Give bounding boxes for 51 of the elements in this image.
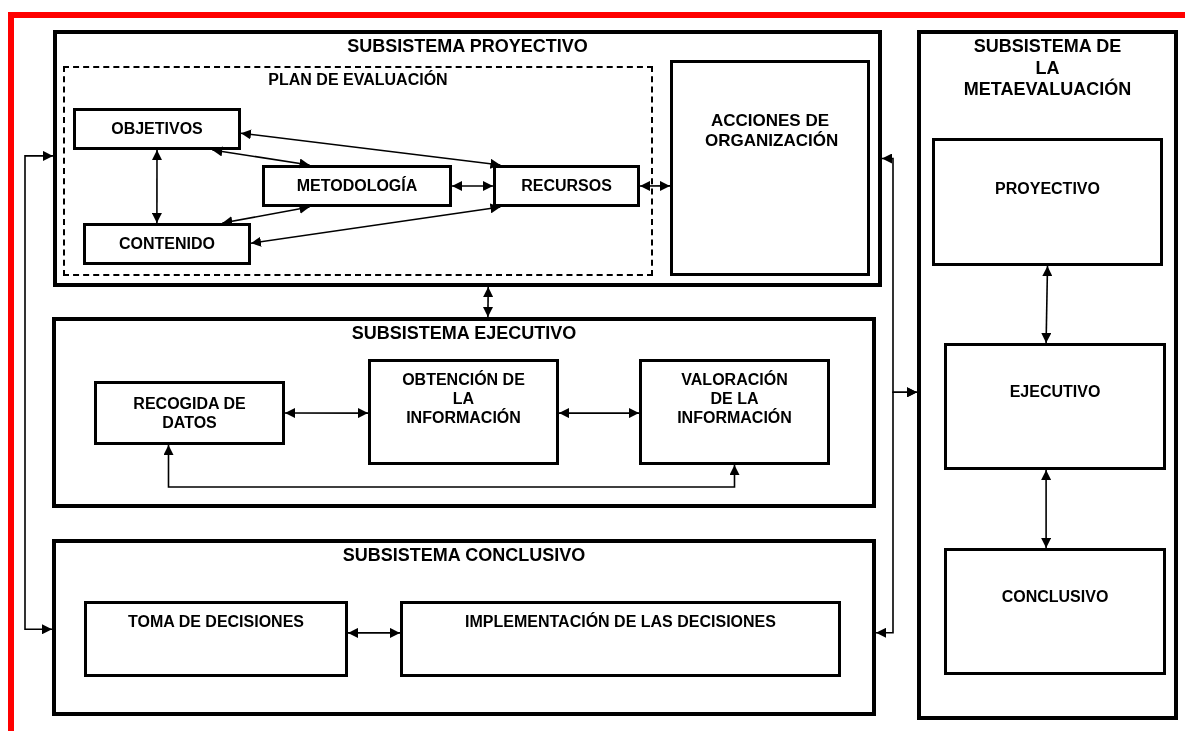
box-label: VALORACIÓN DE LA INFORMACIÓN — [676, 370, 793, 428]
subsystem-panel — [53, 30, 882, 287]
arrow — [250, 203, 502, 247]
arrow — [639, 180, 671, 191]
arrow — [1041, 469, 1052, 549]
arrow — [451, 181, 494, 191]
box-label: OBJETIVOS — [111, 119, 203, 139]
process-box — [94, 381, 285, 445]
arrow — [211, 146, 311, 169]
process-box — [932, 138, 1163, 266]
process-box — [670, 60, 870, 276]
arrow — [347, 627, 401, 638]
process-box — [944, 548, 1166, 675]
dashed-group-box — [63, 66, 653, 276]
subsystem-panel — [52, 317, 876, 508]
process-box — [639, 359, 830, 465]
arrow — [240, 129, 502, 169]
arrow — [558, 408, 640, 419]
section-heading: SUBSISTEMA PROYECTIVO — [347, 36, 588, 58]
box-label: TOMA DE DECISIONES — [128, 612, 304, 632]
section-heading: SUBSISTEMA CONCLUSIVO — [342, 545, 586, 567]
process-box — [262, 165, 452, 207]
process-box — [73, 108, 241, 150]
process-box — [83, 223, 251, 265]
arrow — [875, 387, 918, 638]
process-box — [944, 343, 1166, 470]
process-box — [493, 165, 640, 207]
process-box — [368, 359, 559, 465]
section-heading: PLAN DE EVALUACIÓN — [268, 70, 448, 90]
box-label: ACCIONES DE ORGANIZACIÓN — [705, 111, 835, 152]
section-heading: SUBSISTEMA DE LA METAEVALUACIÓN — [962, 36, 1133, 101]
box-label: PROYECTIVO — [995, 179, 1100, 199]
subsystem-panel — [917, 30, 1178, 720]
box-label: IMPLEMENTACIÓN DE LAS DECISIONES — [465, 612, 776, 632]
box-label: METODOLOGÍA — [296, 176, 418, 196]
box-label: OBTENCIÓN DE LA INFORMACIÓN — [401, 370, 526, 428]
box-label: RECOGIDA DE DATOS — [132, 393, 247, 433]
section-heading: SUBSISTEMA EJECUTIVO — [351, 323, 577, 345]
box-label: CONCLUSIVO — [1001, 587, 1109, 607]
process-box — [400, 601, 841, 677]
box-label: EJECUTIVO — [1009, 382, 1101, 402]
box-label: RECURSOS — [521, 176, 612, 196]
arrow — [483, 286, 494, 318]
arrow — [1041, 265, 1053, 344]
arrow — [24, 150, 54, 635]
box-label: CONTENIDO — [119, 234, 215, 254]
arrow — [163, 444, 740, 488]
subsystem-panel — [52, 539, 876, 716]
process-box — [84, 601, 348, 677]
arrow — [284, 408, 369, 419]
arrow — [151, 149, 162, 224]
